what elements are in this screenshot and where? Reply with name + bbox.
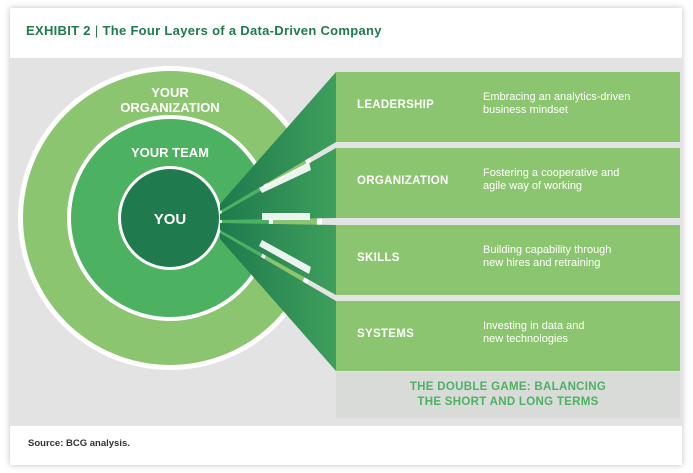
source-note: Source: BCG analysis. [28,438,130,449]
layer-description-line-2: new technologies [483,333,569,345]
layer-description-line-2: business mindset [483,104,568,116]
label-your-line-2: ORGANIZATION [120,100,219,115]
layer-panel-leadership: LEADERSHIP Embracing an analytics-driven… [336,72,680,142]
beam-glint-3 [259,240,311,274]
title-separator: | [94,23,99,38]
label-your-team: YOUR TEAM [131,145,209,160]
beam-skills [220,223,336,295]
beam-glint-2 [262,213,310,220]
layer-panel-organization: ORGANIZATION Fostering a cooperative and… [336,148,680,218]
layer-description-line-2: new hires and retraining [483,257,601,269]
title-text: The Four Layers of a Data-Driven Company [102,23,382,38]
label-your-line-1: YOUR [151,85,189,100]
layer-label: SYSTEMS [357,328,415,340]
layer-description-line-1: Building capability through [483,244,612,256]
label-you: YOU [154,211,187,228]
layer-description-line-1: Embracing an analytics-driven [483,91,631,103]
layer-label: ORGANIZATION [357,175,449,187]
layers-diagram: YOUR ORGANIZATION YOUR TEAM YOU [18,66,336,371]
layer-description-line-2: agile way of working [483,180,583,192]
beam-systems [220,233,336,371]
double-game-text: THE DOUBLE GAME: BALANCING THE SHORT AND… [336,380,680,410]
inner-circle [121,169,219,267]
layer-description-line-1: Investing in data and [483,320,585,332]
layer-label: LEADERSHIP [357,99,435,111]
exhibit-title: EXHIBIT 2|The Four Layers of a Data-Driv… [26,23,382,38]
double-game-box: THE DOUBLE GAME: BALANCING THE SHORT AND… [336,372,680,418]
double-game-line-2: THE SHORT AND LONG TERMS [417,396,599,408]
layer-label: SKILLS [357,252,400,264]
beam-leadership [220,72,336,211]
double-game-line-1: THE DOUBLE GAME: BALANCING [409,381,607,393]
beam-glint-1 [259,162,311,193]
exhibit-number: EXHIBIT 2 [26,23,91,38]
layer-description-line-1: Fostering a cooperative and [483,167,620,179]
exhibit-frame: EXHIBIT 2|The Four Layers of a Data-Driv… [10,8,682,465]
